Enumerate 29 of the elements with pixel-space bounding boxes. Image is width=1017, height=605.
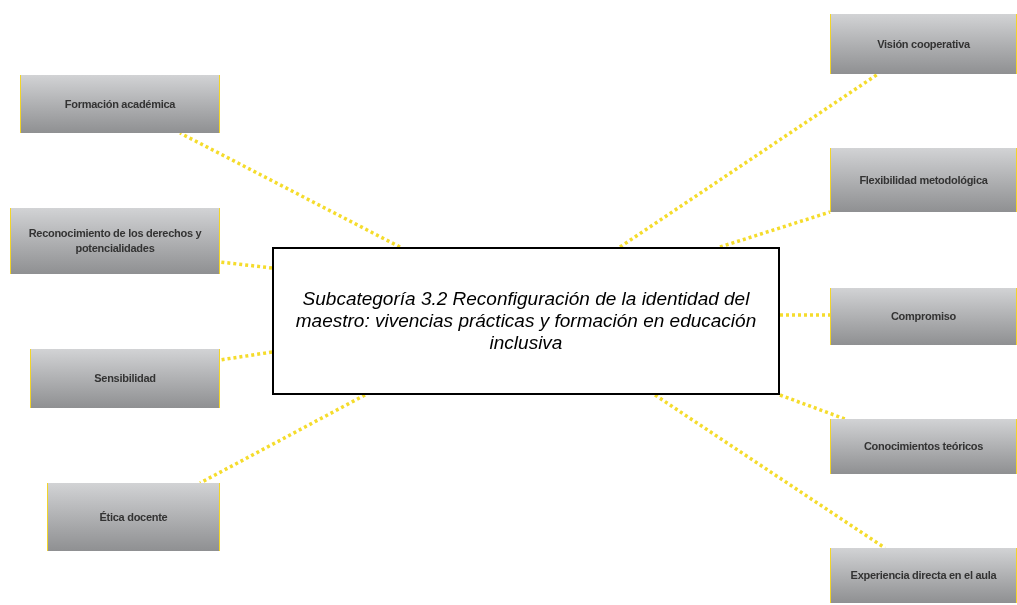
dotted-connector: [219, 260, 273, 270]
dotted-connector: [719, 210, 831, 249]
category-box: [830, 548, 1017, 603]
category-label: Experiencia directa en el aula: [850, 568, 997, 583]
category-box: [830, 148, 1017, 212]
dotted-connector: [619, 72, 879, 249]
dotted-connector: [179, 131, 401, 249]
category-label: Formación académica: [64, 96, 176, 112]
category-box: [830, 419, 1017, 474]
dotted-connector: [779, 393, 846, 421]
category-label: Flexibilidad metodológica: [859, 172, 988, 188]
dotted-connector: [654, 393, 886, 550]
category-label: Ética docente: [99, 509, 168, 525]
category-box: [30, 349, 220, 408]
category-box: [47, 483, 220, 551]
category-box: [10, 208, 220, 274]
dotted-connector: [199, 393, 366, 485]
dotted-connector: [219, 350, 273, 362]
category-label: Conocimientos teóricos: [863, 439, 984, 454]
category-label: Sensibilidad: [94, 371, 156, 386]
category-label: Visión cooperativa: [877, 36, 970, 52]
category-box: [830, 14, 1017, 74]
central-title: Subcategoría 3.2 Reconfiguración de la identidad del maestro: vivencias prácticas y formación en educación inclusiva: [294, 288, 758, 354]
category-label: Compromiso: [890, 309, 957, 324]
category-box: [830, 288, 1017, 345]
central-box: [272, 247, 780, 395]
dotted-connector: [780, 313, 830, 317]
category-box: [20, 75, 220, 133]
category-label: Reconocimiento de los derechos y potencialidades: [27, 226, 203, 256]
